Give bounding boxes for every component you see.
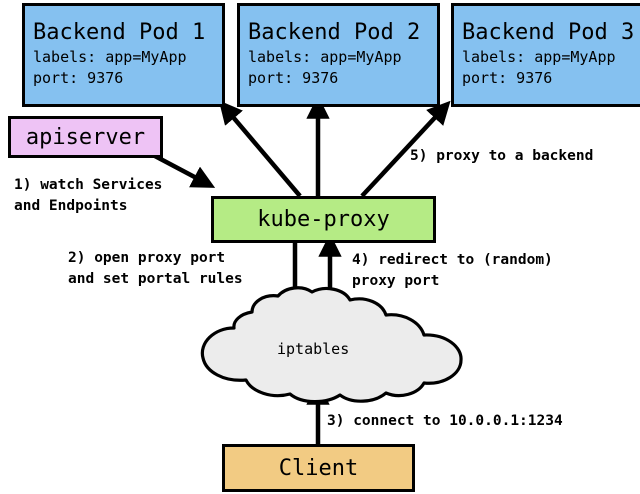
client-node: Client — [222, 444, 415, 492]
backend-pod-1: Backend Pod 1 labels: app=MyApp port: 93… — [22, 3, 225, 107]
step-5-line-1: 5) proxy to a backend — [410, 148, 594, 164]
step-3-line-1: 3) connect to 10.0.0.1:1234 — [327, 413, 563, 429]
apiserver-label: apiserver — [25, 124, 146, 150]
pod-1-labels: labels: app=MyApp — [33, 48, 187, 66]
pod-1-port: port: 9376 — [33, 69, 124, 87]
step-4-line-1: 4) redirect to (random) — [352, 252, 553, 268]
pod-2-port: port: 9376 — [248, 69, 339, 87]
iptables-label: iptables — [277, 340, 350, 358]
step-1-line-2: and Endpoints — [14, 198, 128, 214]
pod-3-labels: labels: app=MyApp — [462, 48, 616, 66]
client-label: Client — [278, 455, 359, 481]
pod-3-port: port: 9376 — [462, 69, 553, 87]
apiserver-node: apiserver — [8, 116, 163, 158]
backend-pod-3: Backend Pod 3 labels: app=MyApp port: 93… — [451, 3, 640, 107]
pod-1-title: Backend Pod 1 — [33, 20, 206, 45]
pod-2-title: Backend Pod 2 — [248, 20, 421, 45]
arrow-kubeproxy-to-pod1 — [218, 100, 302, 198]
step-4-line-2: proxy port — [352, 273, 440, 289]
step-1-line-1: 1) watch Services — [14, 177, 163, 193]
backend-pod-2: Backend Pod 2 labels: app=MyApp port: 93… — [237, 3, 440, 107]
kube-proxy-node: kube-proxy — [211, 196, 436, 243]
step-2-line-2: and set portal rules — [68, 271, 243, 287]
pod-3-title: Backend Pod 3 — [462, 20, 635, 45]
kube-proxy-label: kube-proxy — [257, 207, 390, 232]
step-2-line-1: 2) open proxy port — [68, 250, 226, 266]
pod-2-labels: labels: app=MyApp — [248, 48, 402, 66]
